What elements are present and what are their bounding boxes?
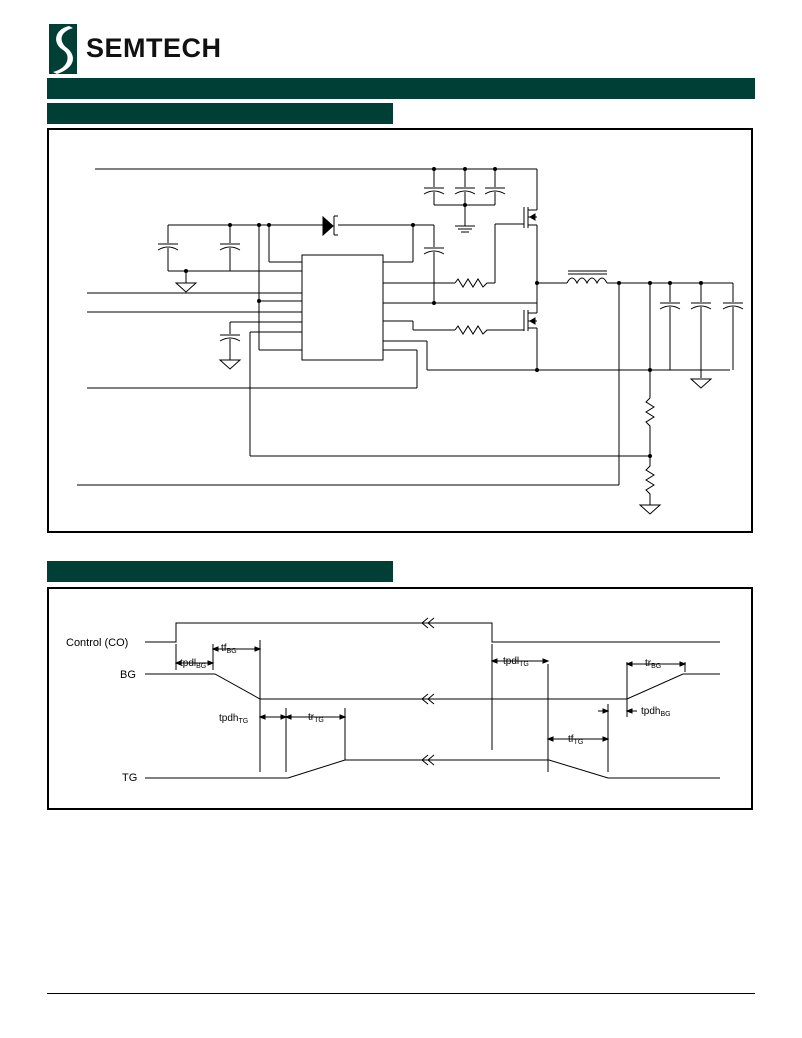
tr-bg-label: trBG	[645, 658, 661, 670]
section-bar-application-circuit	[47, 103, 393, 124]
tpdh-bg-label: tpdhBG	[641, 706, 671, 718]
logo-s-swoosh	[53, 26, 73, 74]
controller-ic	[301, 254, 384, 361]
bg-signal-label: BG	[120, 669, 136, 681]
vcc-capacitor-1	[157, 243, 179, 251]
tr-tg-label: trTG	[308, 712, 324, 724]
vcc-capacitor-2	[219, 243, 241, 251]
feedback-resistor-top	[645, 397, 655, 456]
ground-symbol-3	[218, 359, 242, 370]
section-bar-timing-diagram	[47, 561, 393, 582]
input-capacitor-1	[423, 187, 445, 195]
input-capacitor-2	[454, 187, 476, 195]
low-side-mosfet	[495, 303, 538, 370]
bootstrap-capacitor	[423, 247, 445, 255]
gate-resistor-high	[454, 278, 495, 288]
ground-symbol-4	[689, 378, 713, 389]
ground-symbol-2	[174, 282, 198, 293]
break-symbol-1	[421, 617, 435, 629]
break-symbol-3	[421, 754, 435, 766]
feedback-resistor-bottom	[645, 456, 655, 505]
footer-rule	[47, 993, 755, 994]
control-waveform	[145, 622, 720, 643]
output-capacitor-3	[722, 302, 744, 310]
brand-name: SEMTECH	[86, 33, 222, 63]
output-capacitor-2	[690, 302, 712, 310]
output-capacitor-1	[659, 302, 681, 310]
tg-waveform	[145, 759, 720, 779]
bg-waveform	[145, 673, 720, 700]
high-side-mosfet	[494, 207, 538, 283]
tf-bg-label: tfBG	[221, 643, 237, 655]
output-inductor	[566, 270, 608, 285]
title-bar	[47, 78, 755, 99]
gate-resistor-low	[454, 325, 495, 335]
tpdl-tg-label: tpdlTG	[503, 656, 529, 668]
timing-panel: Control (CO) BG TG tpdlBG tfBG tpdhTG	[47, 587, 753, 810]
schematic-diagram	[77, 167, 744, 515]
ground-symbol-5	[638, 504, 662, 515]
semtech-logo	[49, 24, 77, 74]
break-symbol-2	[421, 693, 435, 705]
soft-start-capacitor	[219, 334, 241, 342]
tpdh-tg-label: tpdhTG	[219, 713, 248, 725]
ground-symbol-1	[455, 225, 475, 233]
control-signal-label: Control (CO)	[66, 637, 128, 649]
tpdl-bg-label: tpdlBG	[180, 658, 206, 670]
tf-tg-label: tfTG	[568, 734, 583, 746]
tg-signal-label: TG	[122, 772, 137, 784]
input-capacitor-3	[484, 187, 506, 195]
timing-diagram: Control (CO) BG TG tpdlBG tfBG tpdhTG	[66, 617, 720, 784]
schematic-panel	[47, 128, 753, 533]
bootstrap-diode	[322, 215, 338, 237]
